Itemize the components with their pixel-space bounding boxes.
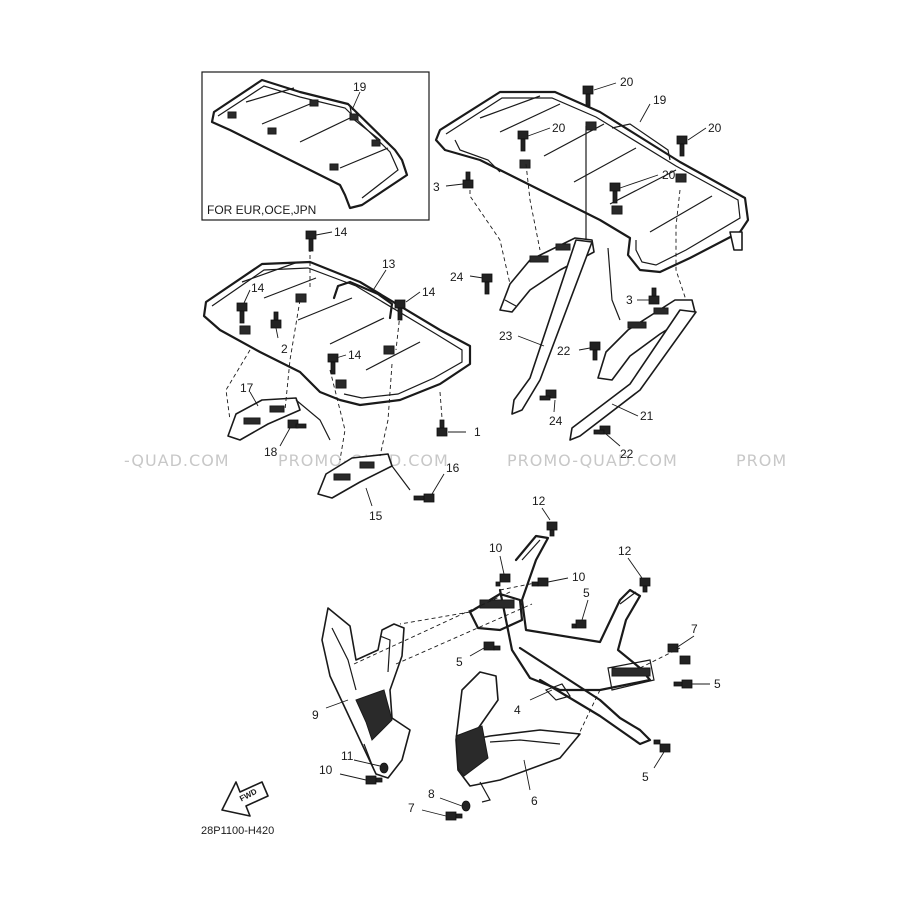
callout-19: 19 [653, 93, 667, 107]
callout-2: 2 [281, 342, 288, 356]
bolt-7-a [667, 643, 679, 653]
bolt-20-a [582, 85, 594, 107]
callout-20-top: 20 [620, 75, 634, 89]
inset-carrier [210, 78, 409, 210]
bolt-14-left [236, 302, 248, 324]
bolt-24-b [539, 389, 557, 401]
inset-box: 19 FOR EUR,OCE,JPN [201, 71, 430, 221]
callout-10-left: 10 [319, 763, 333, 777]
bolt-7-b [679, 655, 691, 665]
diagram-code: 28P1100-H420 [201, 825, 274, 837]
callout-14-left: 14 [251, 281, 265, 295]
bolt-5-c [673, 679, 693, 689]
callout-13: 13 [382, 257, 396, 271]
callout-22-bottom: 22 [620, 447, 634, 461]
callout-24-bottom: 24 [549, 414, 563, 428]
callout-6: 6 [531, 794, 538, 808]
bolt-24-a [481, 273, 493, 295]
front-guard-frame [468, 534, 655, 746]
callout-5-top: 5 [583, 586, 590, 600]
callout-9: 9 [312, 708, 319, 722]
bolt-5-a [571, 619, 587, 629]
bolt-22-a [589, 341, 601, 361]
callout-21: 21 [640, 409, 654, 423]
fwd-arrow-icon: FWD [221, 781, 269, 817]
washer-8 [461, 800, 471, 812]
bolt-20-b [517, 130, 529, 152]
callout-16: 16 [446, 461, 460, 475]
watermark-1: -QUAD.COM [124, 451, 230, 470]
callout-20-right: 20 [708, 121, 722, 135]
callout-20-mid: 20 [662, 168, 676, 182]
callout-20-left: 20 [552, 121, 566, 135]
bolt-10-b [531, 577, 549, 587]
callout-18: 18 [264, 445, 278, 459]
callout-17: 17 [240, 381, 254, 395]
bolt-14-right [394, 299, 406, 321]
inset-region-label: FOR EUR,OCE,JPN [207, 203, 316, 217]
callout-23: 23 [499, 329, 513, 343]
bolt-12-b [639, 577, 651, 593]
callout-3-right: 3 [626, 293, 633, 307]
bolt-5-d [653, 739, 671, 753]
front-carrier-assembly [202, 260, 472, 407]
nut-3-b [648, 287, 660, 305]
callout-3-left: 3 [433, 180, 440, 194]
callout-19-inset: 19 [353, 80, 367, 94]
stay-21 [569, 309, 697, 441]
front-bracket-15 [317, 453, 411, 499]
bolt-20-d [609, 182, 621, 204]
callout-14-top: 14 [334, 225, 348, 239]
bolt-16 [413, 493, 435, 503]
callout-5-left: 5 [456, 655, 463, 669]
bolt-10-c [365, 775, 383, 785]
side-panel-9 [321, 607, 411, 779]
callout-14-mid: 14 [348, 348, 362, 362]
stay-23-vertical [585, 126, 621, 321]
nut-1 [436, 419, 448, 437]
callout-14-right: 14 [422, 285, 436, 299]
nut-3-a [462, 171, 474, 189]
nut-2 [270, 311, 282, 329]
callout-5-right: 5 [714, 677, 721, 691]
bolt-18 [287, 419, 307, 429]
stay-23 [511, 239, 593, 415]
bolt-14-top [305, 230, 317, 252]
callout-11: 11 [341, 749, 354, 763]
rear-carrier-assembly [434, 90, 750, 274]
watermark-3: PROMO-QUAD.COM [507, 451, 678, 470]
bolt-22-b [593, 425, 611, 435]
bolt-20-c [676, 135, 688, 157]
front-bracket-17 [227, 397, 301, 441]
callout-24-top: 24 [450, 270, 464, 284]
callout-5-bottom: 5 [642, 770, 649, 784]
callout-7-right: 7 [691, 622, 698, 636]
callout-4: 4 [514, 703, 521, 717]
washer-11 [379, 762, 389, 774]
bolt-5-b [483, 641, 501, 651]
callout-22-top: 22 [557, 344, 571, 358]
callout-10-top: 10 [489, 541, 503, 555]
callout-7-bottom: 7 [408, 801, 415, 815]
callout-12-right: 12 [618, 544, 632, 558]
bolt-10-a [495, 573, 511, 587]
watermark-4: PROM [736, 451, 787, 470]
callout-1: 1 [474, 425, 481, 439]
callout-15: 15 [369, 509, 383, 523]
bolt-12-a [546, 521, 558, 537]
bolt-14-mid [327, 353, 339, 375]
callout-12-top: 12 [532, 494, 546, 508]
callout-10-right: 10 [572, 570, 586, 584]
side-panel-6 [455, 671, 581, 803]
rear-bracket-right [597, 299, 696, 381]
callout-8: 8 [428, 787, 435, 801]
bolt-7-c [445, 811, 463, 821]
